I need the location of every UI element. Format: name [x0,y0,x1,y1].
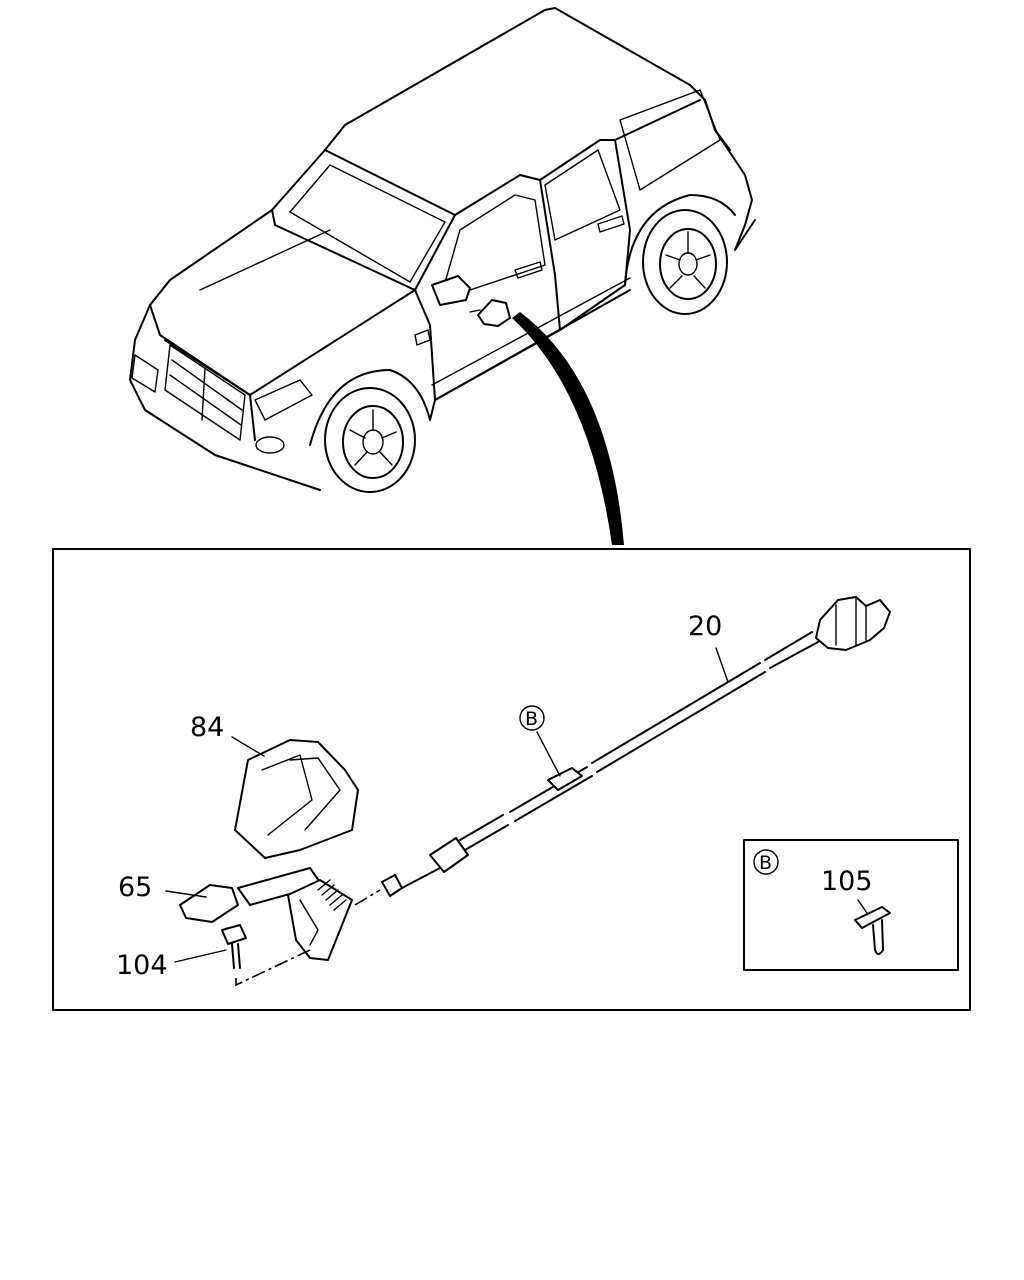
label-cable: 20 [688,611,722,642]
callout-leader-arrow [512,312,624,545]
detail-frame [52,548,971,1011]
clip-part [854,906,891,929]
label-lever: 65 [118,872,152,903]
detail-ref-label: B [525,708,538,730]
cover-part [234,739,359,859]
cable-assembly [381,596,891,897]
detail-box-ref-label: B [759,852,772,874]
vehicle-illustration [129,7,756,493]
label-bolt: 104 [116,950,168,981]
detail-box-circle-icon [753,849,779,875]
lever-bracket [179,867,381,987]
detail-box-b [743,839,959,971]
label-cover: 84 [190,712,224,743]
detail-circle-icon [519,705,545,731]
label-clip: 105 [821,866,873,897]
